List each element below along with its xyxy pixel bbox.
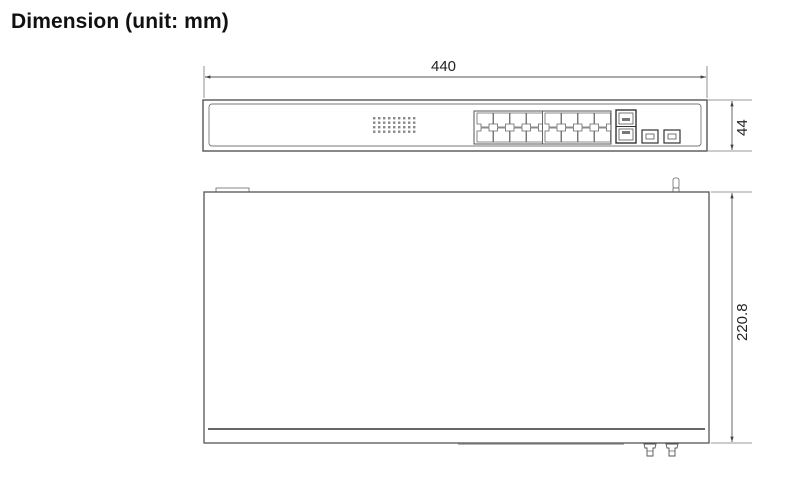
depth-dimension: 220.8 <box>711 191 752 444</box>
sfp-port-1 <box>641 129 659 144</box>
width-label: 440 <box>431 58 456 75</box>
connector-2-icon <box>665 443 679 457</box>
connector-1-icon <box>643 443 657 457</box>
front-view: 440 <box>202 58 752 152</box>
rj45-port-block <box>473 110 612 145</box>
height-label: 44 <box>734 119 751 136</box>
page-title: Dimension (unit: mm) <box>11 10 229 33</box>
sfp-port-2 <box>663 129 681 144</box>
height-dimension: 44 <box>708 99 752 152</box>
top-view: 220.8 <box>203 177 752 457</box>
vent-grille-icon <box>373 117 416 133</box>
uplink-port-block <box>615 109 637 144</box>
grounding-post-icon <box>672 177 680 193</box>
top-chassis-outline <box>203 191 710 444</box>
depth-label: 220.8 <box>734 303 751 341</box>
width-dimension: 440 <box>203 58 708 98</box>
